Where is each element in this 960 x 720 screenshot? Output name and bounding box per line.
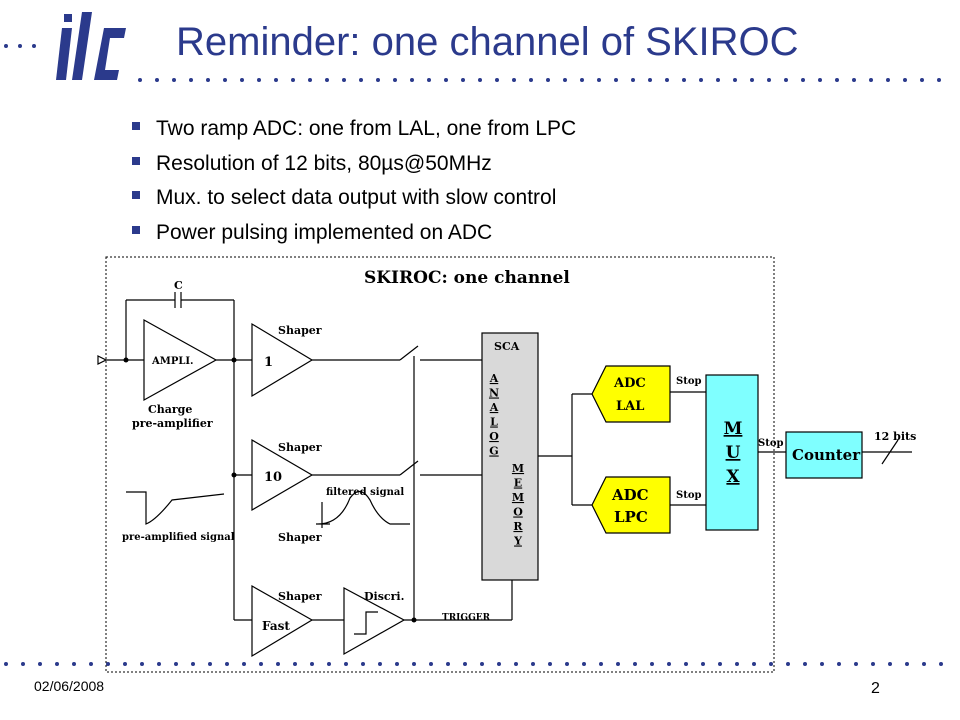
sca-analog-memory <box>481 332 539 581</box>
shaper-gain-1 <box>251 322 314 398</box>
analog_letters-letter: A <box>489 372 499 385</box>
square-bullet-icon <box>132 156 140 165</box>
mux_letters-letter: M <box>724 419 743 439</box>
shaper-label-10: Shaper <box>278 441 322 454</box>
discriminator-symbol <box>354 611 378 635</box>
page-number: 2 <box>871 680 880 697</box>
discri-label: Discri. <box>364 590 404 603</box>
shaper-gain-10-label: 10 <box>264 470 282 485</box>
mux-letters: MUX <box>724 419 743 487</box>
memory_letters-letter: M <box>512 491 524 504</box>
ilc-logo: ilc <box>56 12 126 80</box>
memory_letters-letter: E <box>514 477 522 490</box>
adc-lal-line1: ADC <box>613 376 646 391</box>
sca-label: SCA <box>494 340 520 353</box>
amp-caption-line1: Charge <box>148 403 192 416</box>
stop-label-lal: Stop <box>676 376 702 387</box>
bits-label: 12 bits <box>874 430 916 443</box>
amp-caption-line2: pre-amplifier <box>132 417 213 430</box>
amplifier-label: AMPLI. <box>151 356 194 367</box>
square-bullet-icon <box>132 191 140 200</box>
adc-lal-line2: LAL <box>616 399 644 414</box>
bullet-item: Power pulsing implemented on ADC <box>132 216 576 251</box>
preamp-signal-waveform <box>126 491 225 525</box>
memory_letters-letter: M <box>512 462 524 475</box>
mux_letters-letter: X <box>726 467 740 487</box>
stop-label-lpc: Stop <box>676 490 702 501</box>
slide-title: Reminder: one channel of SKIROC <box>176 20 799 64</box>
adc-lpc-line1: ADC <box>611 486 649 504</box>
analog_letters-letter: N <box>489 387 499 400</box>
amplifier <box>143 318 218 402</box>
stop-label-mux: Stop <box>758 438 784 449</box>
shaper-gain-10 <box>251 438 314 512</box>
filtered-signal-waveform <box>316 490 410 528</box>
bullet-item: Mux. to select data output with slow con… <box>132 181 576 216</box>
bullet-item: Two ramp ADC: one from LAL, one from LPC <box>132 112 576 147</box>
mux_letters-letter: U <box>726 443 741 463</box>
filtered-signal-label: filtered signal <box>326 487 404 498</box>
analog_letters-letter: G <box>489 445 498 458</box>
memory_letters-letter: O <box>513 506 523 519</box>
shaper-label-1: Shaper <box>278 324 322 337</box>
mux-block <box>705 374 759 531</box>
shaper-fast <box>251 584 314 658</box>
bullet-item: Resolution of 12 bits, 80µs@50MHz <box>132 147 576 182</box>
memory_letters-letter: R <box>513 520 523 533</box>
shaper-fast-label: Fast <box>262 619 290 633</box>
counter-label: Counter <box>792 446 861 464</box>
shaper-label-filtered: Shaper <box>278 531 322 544</box>
square-bullet-icon <box>132 122 140 131</box>
input-port-icon <box>97 355 108 365</box>
bullet-list: Two ramp ADC: one from LAL, one from LPC… <box>132 112 576 250</box>
memory_letters-letter: Y <box>513 535 522 548</box>
discriminator <box>343 587 406 656</box>
analog_letters-letter: O <box>489 430 499 443</box>
shaper-label-fast: Shaper <box>278 590 322 603</box>
diagram-title: SKIROC: one channel <box>364 268 570 288</box>
analog_letters-letter: A <box>489 401 499 414</box>
trigger-label: TRIGGER <box>442 613 491 623</box>
footer-date: 02/06/2008 <box>34 678 105 694</box>
adc-lpc-line2: LPC <box>614 508 648 526</box>
square-bullet-icon <box>132 225 140 234</box>
feedback-capacitor-label: C <box>174 279 183 292</box>
shaper-gain-1-label: 1 <box>264 355 273 370</box>
adc-lal-block <box>591 365 671 423</box>
counter-block <box>785 431 863 479</box>
diagram-frame <box>105 256 775 673</box>
analog_letters-letter: L <box>490 416 498 429</box>
preamp-signal-label: pre-amplified signal <box>122 532 235 543</box>
